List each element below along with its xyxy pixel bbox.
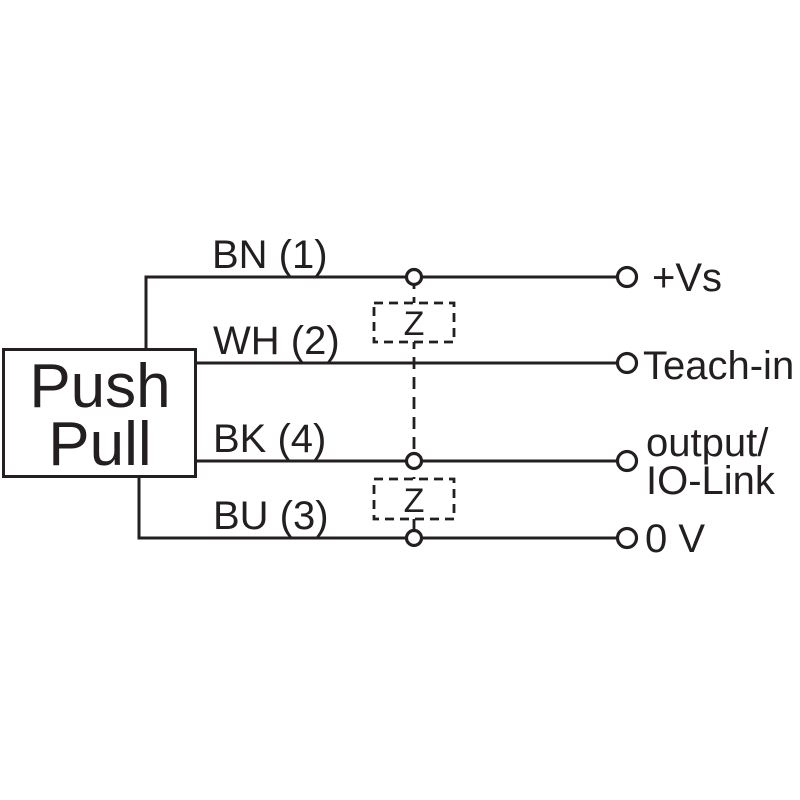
wire-label-bu: BU (3) [213,494,329,538]
terminal-circle-teach-in [615,351,639,375]
junction-node-bu [404,528,424,548]
wire-label-wh: WH (2) [213,319,340,363]
junction-node-bn [404,267,424,287]
junction-node-bk [404,451,424,471]
terminal-label-teach-in: Teach-in [643,344,794,388]
terminal-circle-output [615,449,639,473]
zener-label-2: Z [404,482,425,520]
terminal-label-0v: 0 V [645,517,705,561]
wire-bn [144,275,617,349]
terminal-label-vs: +Vs [652,256,722,300]
device-label-line1: Push [29,352,170,421]
terminal-label-output-line2: IO-Link [646,459,776,503]
wire-bu [137,477,617,540]
terminal-label-output-line1: output/ [646,421,769,465]
terminal-circle-vs [615,265,639,289]
zener-label-1: Z [404,305,425,343]
device-label-line2: Pull [48,410,151,479]
device-box [2,348,197,478]
wire-label-bk: BK (4) [213,417,326,461]
wire-label-bn: BN (1) [212,233,328,277]
terminal-circle-0v [615,526,639,550]
zener-box-2 [372,477,456,521]
zener-box-1 [372,301,456,344]
